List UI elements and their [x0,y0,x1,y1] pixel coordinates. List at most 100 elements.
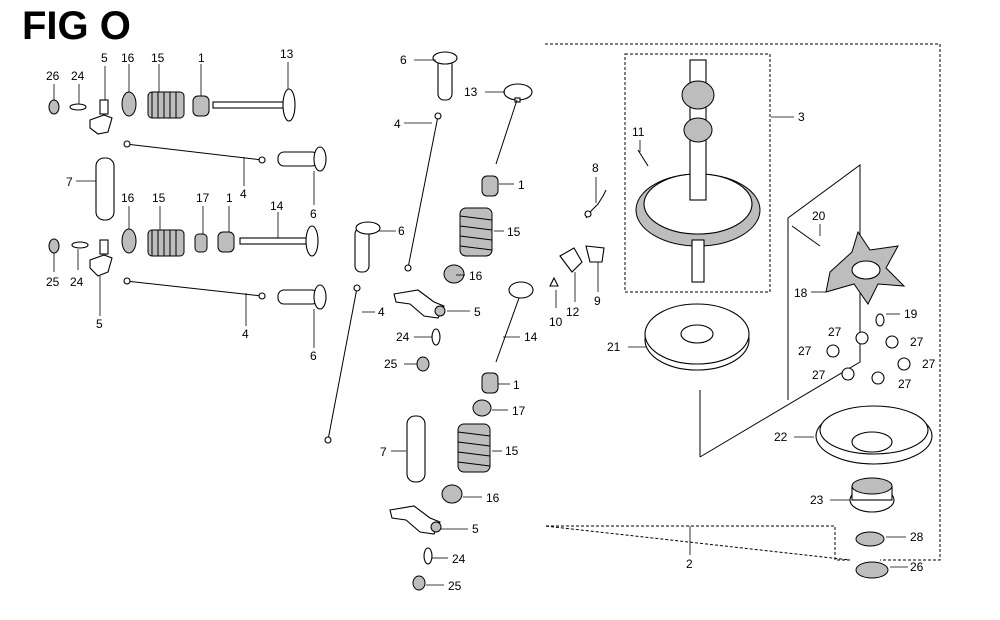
callout-6-top: 6 [310,207,317,221]
washer-24-mid [431,328,441,346]
callout-4-left: 4 [242,327,249,341]
callout-10: 10 [549,315,563,329]
callout-17-mid: 17 [512,404,526,418]
spring-8 [584,189,607,219]
valve-13-mid [495,83,533,165]
balls-27 [826,331,911,385]
nut-25-mid-lower [412,575,426,591]
callout-24-mid: 24 [396,330,410,344]
valve-14-mid [495,281,534,363]
callout-16-mid: 16 [469,269,483,283]
callout-4-top: 4 [240,187,247,201]
callout-2: 2 [686,557,693,571]
assembly-outline [544,43,941,561]
pin-10 [549,276,559,287]
callout-15-bottom: 15 [152,191,166,205]
callout-27-a: 27 [828,325,842,339]
spring-15-top [147,91,185,119]
collet-16-mid [443,264,465,284]
washer-24-top [69,103,87,111]
callout-17-bottom: 17 [196,191,210,205]
callout-25-left: 25 [46,275,60,289]
callout-27-c: 27 [798,344,812,358]
callout-6-mid: 6 [398,224,405,238]
callout-18: 18 [794,286,808,300]
seal-1-top [192,95,210,117]
leader-lines [53,59,908,586]
callout-21: 21 [607,340,621,354]
callout-4-mid-top: 4 [394,117,401,131]
callout-20: 20 [812,209,826,223]
rocker-arm-5-mid-lower [389,505,442,535]
callout-5-left: 5 [96,317,103,331]
callout-27-b: 27 [910,335,924,349]
tappet-6-bottom [277,284,327,310]
callout-8: 8 [592,161,599,175]
washer-24-mid-lower [423,547,433,565]
callout-3: 3 [798,110,805,124]
callout-26-top: 26 [46,69,60,83]
callout-1-bottom: 1 [226,191,233,205]
tappet-6-top [277,146,327,172]
collet-16-mid-lower [441,484,463,504]
collet-16-top [121,91,137,117]
callout-24-left: 24 [70,275,84,289]
callout-27-f: 27 [898,377,912,391]
callout-22: 22 [774,430,788,444]
callout-23: 23 [810,493,824,507]
pushrod-4-bottom [123,277,266,300]
callout-12: 12 [566,305,580,319]
spring-15-bottom [147,229,185,257]
nut-25-mid [416,356,430,372]
callout-13-top: 13 [280,47,294,61]
tappet-6-mid-top [432,51,458,101]
callout-25-mid-lower: 25 [448,579,462,593]
callout-16-top: 16 [121,51,135,65]
callout-5-mid: 5 [474,305,481,319]
seal-1-mid [481,175,499,197]
callout-26-bottom: 26 [910,560,924,574]
clip-19 [875,313,885,327]
spring-15-mid-lower [457,423,491,473]
valve-14-bottom [239,225,319,257]
spring-15-mid [459,207,493,257]
valve-13-top [212,88,296,122]
callout-27-e: 27 [812,368,826,382]
shaft-20 [791,225,821,247]
tube-7-mid [406,415,426,483]
weight-12 [559,247,583,273]
rocker-arm-5-bottom [89,239,113,277]
callout-19: 19 [904,307,918,321]
callout-5-top: 5 [101,51,108,65]
callout-6-mid-top: 6 [400,53,407,67]
callout-16-mid-lower: 16 [486,491,500,505]
callout-16-bottom: 16 [121,191,135,205]
pushrod-4-mid [324,284,361,444]
callout-24-top: 24 [71,69,85,83]
nut-26-bottom [855,561,889,579]
retainer-17-mid [472,399,492,417]
camshaft-gear-3 [635,59,761,283]
cover-22 [815,405,933,465]
washer-24-bottom [71,241,89,249]
callout-11: 11 [632,125,645,139]
callout-1-mid-lower: 1 [513,378,520,392]
callout-24-mid-lower: 24 [452,552,466,566]
figure-title: FIG O [22,4,131,48]
collet-16-bottom [121,228,137,254]
seal-1-bottom [217,231,235,253]
callout-9: 9 [594,294,601,308]
pushrod-4-mid-top [404,112,442,272]
weight-9 [585,245,605,263]
disc-21 [644,303,750,371]
callout-1-mid: 1 [518,178,525,192]
callout-14-mid: 14 [524,330,538,344]
callout-27-d: 27 [922,357,936,371]
callout-14-bottom: 14 [270,199,284,213]
callout-7-mid: 7 [380,445,387,459]
nut-25-bottom [48,238,60,254]
tappet-6-mid [354,221,381,273]
callout-4-mid: 4 [378,305,385,319]
callout-25-mid: 25 [384,357,398,371]
callout-15-mid-lower: 15 [505,444,519,458]
